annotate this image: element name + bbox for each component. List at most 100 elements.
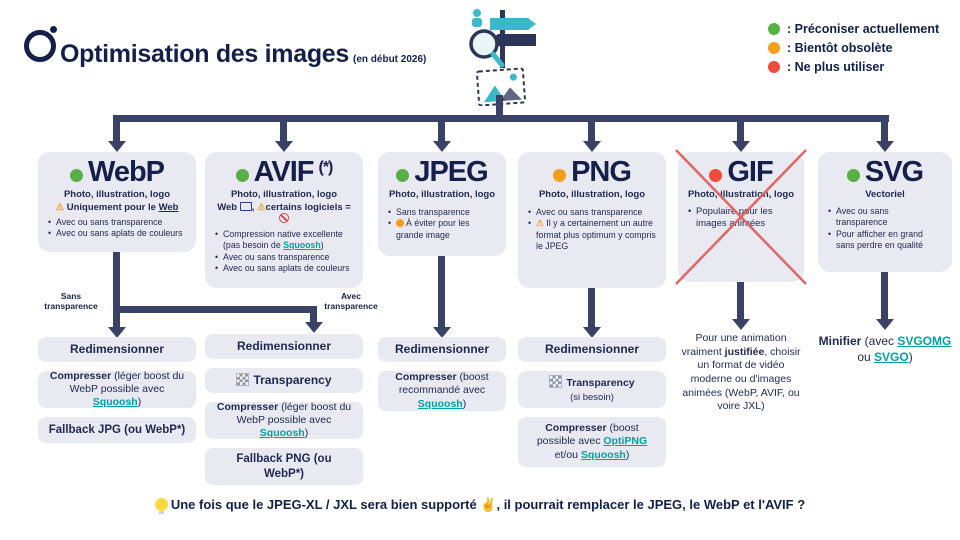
format-title-jpeg: JPEG <box>386 157 498 187</box>
format-bullets: Populaire pour les images animées <box>686 206 796 231</box>
green-dot-icon <box>768 23 780 35</box>
squoosh-link[interactable]: Squoosh <box>283 240 321 251</box>
arrowhead-svg <box>876 141 894 152</box>
webp-branch-stem <box>113 252 120 328</box>
main-branch-bar <box>113 115 889 122</box>
bullet-item: Avec ou sans transparence <box>828 206 942 229</box>
warning-icon: ⚠ <box>536 218 544 229</box>
arrowhead-avec-transparence <box>305 322 323 333</box>
gif-note-text: Pour une animation vraiment <box>681 332 787 358</box>
tiny-person-icon <box>473 9 481 17</box>
arrowhead-webp <box>108 141 126 152</box>
legend-label: : Préconiser actuellement <box>787 22 940 36</box>
support-text: certains logiciels = <box>265 201 351 213</box>
status-dot-icon <box>846 168 860 182</box>
action-compress-text: (léger boost du WebP possible avec <box>236 400 352 426</box>
action-compress: Compresser (boost possible avec OptiPNG … <box>518 417 666 467</box>
orange-dot-icon <box>768 42 780 54</box>
webp-branch-bar <box>113 306 317 313</box>
arrow-to-jpeg <box>438 115 445 142</box>
action-fallback-jpg: Fallback JPG (ou WebP*) <box>38 417 196 443</box>
action-compress-text: ) <box>137 396 142 409</box>
arrow-to-png <box>588 115 595 142</box>
format-card-png: PNG Photo, illustration, logo Avec ou sa… <box>518 152 666 288</box>
bullet-item: Avec ou sans transparence <box>48 217 186 229</box>
format-support-line: Web , ⚠certains logiciels = <box>213 201 355 225</box>
format-name: GIF <box>727 156 773 188</box>
support-text: , <box>251 201 257 213</box>
format-card-gif: GIF Photo, illustration, logo Populaire … <box>678 152 804 282</box>
format-type-line: Vectoriel <box>865 189 905 201</box>
orange-dot-icon <box>396 219 404 228</box>
arrowhead-gif <box>732 141 750 152</box>
format-type-line: Photo, illustration, logo <box>388 189 496 201</box>
bullet-text: ) <box>320 240 324 251</box>
format-name: PNG <box>571 156 632 188</box>
format-title-svg: SVG <box>826 157 944 187</box>
arrowhead-avif <box>275 141 293 152</box>
format-title-avif: AVIF (*) <box>213 157 355 187</box>
svg-note-text: (avec <box>861 334 898 348</box>
action-compress: Compresser (léger boost du WebP possible… <box>38 370 196 409</box>
jpeg-action-stem <box>438 256 445 328</box>
svg-note-text: ou <box>857 349 874 364</box>
format-bullets: Avec ou sans transparence ⚠ Il y a certa… <box>526 207 658 253</box>
format-bullets: Compression native excellente (pas besoi… <box>213 229 355 275</box>
status-dot-icon <box>709 168 723 182</box>
action-compress-text: (boost possible avec <box>536 422 639 448</box>
status-legend: : Préconiser actuellement : Bientôt obso… <box>768 22 939 79</box>
format-bullets: Sans transparence À éviter pour les gran… <box>386 207 498 241</box>
bullet-item: Compression native excellente (pas besoi… <box>215 229 353 252</box>
bullet-item: Avec ou sans transparence <box>215 252 353 264</box>
format-bullets: Avec ou sans transparence Pour afficher … <box>826 206 944 252</box>
format-card-jpeg: JPEG Photo, illustration, logo Sans tran… <box>378 152 506 256</box>
action-compress: Compresser (léger boost du WebP possible… <box>205 400 363 440</box>
format-name: WebP <box>87 156 165 188</box>
site-logo-dot <box>50 26 57 33</box>
gif-note-text: , choisir un format de vidéo moderne ou … <box>682 345 801 413</box>
squoosh-link[interactable]: Squoosh <box>259 427 305 440</box>
svgo-link[interactable]: SVGO <box>874 349 909 364</box>
webp-branch-right-stem <box>310 306 317 323</box>
format-star: (*) <box>318 158 334 176</box>
format-name: AVIF <box>253 156 315 188</box>
action-resize: Redimensionner <box>38 337 196 362</box>
status-dot-icon <box>235 168 249 182</box>
format-name: JPEG <box>414 156 488 188</box>
format-name: SVG <box>864 156 924 188</box>
svgomg-link[interactable]: SVGOMG <box>897 334 952 348</box>
gif-action-stem <box>737 282 744 320</box>
trunk-connector <box>496 95 503 118</box>
squoosh-link[interactable]: Squoosh <box>417 397 463 410</box>
footer-text: , il pourrait remplacer le JPEG, le WebP… <box>496 497 806 512</box>
warning-text: Uniquement pour le <box>66 201 159 213</box>
lightbulb-icon <box>154 498 168 514</box>
format-title-png: PNG <box>526 157 658 187</box>
warning-word: Web <box>158 201 179 213</box>
bullet-item: Avec ou sans transparence <box>528 207 656 219</box>
header-illustration <box>469 9 536 106</box>
bullet-item: À éviter pour les grande image <box>388 218 496 241</box>
arrowhead-sans-transparence <box>108 327 126 338</box>
svg-minify-note: Minifier (avec SVGOMG ou SVGO) <box>814 334 956 365</box>
transparency-checker-icon <box>549 375 563 389</box>
squoosh-link[interactable]: Squoosh <box>580 448 626 461</box>
format-title-gif: GIF <box>686 157 796 187</box>
png-action-stem <box>588 288 595 328</box>
arrow-to-gif <box>737 115 744 142</box>
action-compress-label: Compresser <box>216 400 279 413</box>
arrow-to-svg <box>881 115 888 142</box>
format-card-avif: AVIF (*) Photo, illustration, logo Web ,… <box>205 152 363 288</box>
arrow-to-webp <box>113 115 120 142</box>
magnifier-icon <box>469 29 499 59</box>
bullet-text: Compression native excellente (pas besoi… <box>223 228 343 251</box>
optipng-link[interactable]: OptiPNG <box>603 435 648 448</box>
arrowhead-jpeg-actions <box>433 327 451 338</box>
format-title-webp: WebP <box>46 157 188 187</box>
support-text: Web <box>217 201 240 213</box>
arrowhead-gif-note <box>732 319 750 330</box>
bullet-item: ⚠ Il y a certainement un autre format pl… <box>528 218 656 252</box>
action-transparency: Transparency(si besoin) <box>518 371 666 408</box>
screen-icon <box>239 201 252 211</box>
squoosh-link[interactable]: Squoosh <box>92 396 138 409</box>
